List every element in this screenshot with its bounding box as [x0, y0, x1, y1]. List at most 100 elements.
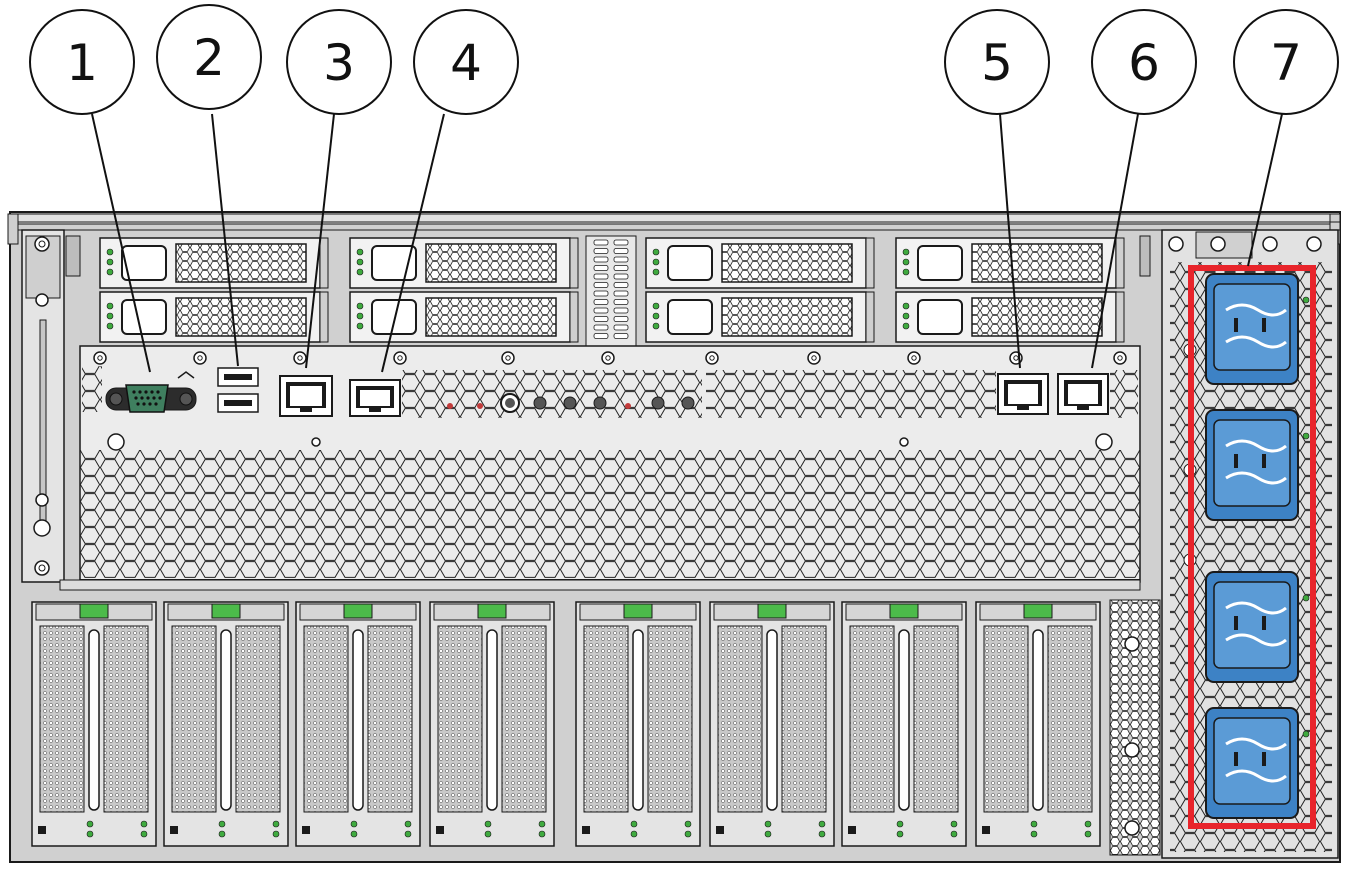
- power-supply: [1205, 707, 1310, 819]
- pcie-led: [896, 830, 904, 838]
- drive-bay: [645, 237, 875, 289]
- pcie-led: [140, 830, 148, 838]
- network-mgmt-port: [279, 375, 333, 417]
- psu-highlight-box: [1188, 265, 1316, 829]
- pcie-module: [295, 601, 421, 847]
- pcie-led: [764, 830, 772, 838]
- indicator-buttons: [447, 393, 695, 413]
- drive-bay: [645, 291, 875, 343]
- pcie-latch: [477, 603, 507, 619]
- pcie-led: [218, 830, 226, 838]
- pcie-led: [272, 830, 280, 838]
- power-supply: [1205, 571, 1310, 683]
- usb-ports: [217, 367, 259, 413]
- power-supply: [1205, 409, 1310, 521]
- network-port-6: [1057, 373, 1109, 415]
- drive-led: [106, 312, 114, 320]
- pcie-module: [709, 601, 835, 847]
- drive-led: [652, 248, 660, 256]
- callout-7-label: 7: [1270, 34, 1302, 92]
- callout-5: 5: [944, 9, 1050, 115]
- drive-bay: [895, 237, 1125, 289]
- vga-port: [105, 371, 197, 413]
- psu-led: [1302, 594, 1310, 602]
- pcie-latch: [343, 603, 373, 619]
- pcie-led: [764, 820, 772, 828]
- power-supplies: [1205, 273, 1310, 819]
- drive-led: [652, 302, 660, 310]
- drive-led: [356, 302, 364, 310]
- pcie-led: [950, 820, 958, 828]
- callout-4: 4: [413, 9, 519, 115]
- pcie-latch: [757, 603, 787, 619]
- pcie-led: [350, 820, 358, 828]
- callout-7: 7: [1233, 9, 1339, 115]
- pcie-led: [818, 820, 826, 828]
- callout-2: 2: [156, 4, 262, 110]
- callouts: 1 2 3 4 5 6 7: [29, 4, 1339, 115]
- pcie-led: [896, 820, 904, 828]
- drive-led: [356, 322, 364, 330]
- drive-led: [356, 268, 364, 276]
- pcie-latch: [889, 603, 919, 619]
- psu-led: [1302, 730, 1310, 738]
- pcie-led: [1030, 820, 1038, 828]
- callout-5-label: 5: [981, 34, 1013, 92]
- drive-led: [652, 258, 660, 266]
- power-supply: [1205, 273, 1310, 385]
- drive-bay: [895, 291, 1125, 343]
- drive-led: [652, 268, 660, 276]
- pcie-module: [31, 601, 157, 847]
- pcie-led: [404, 830, 412, 838]
- drive-led: [902, 302, 910, 310]
- drive-bay: [99, 291, 329, 343]
- pcie-led: [684, 820, 692, 828]
- drive-led: [902, 258, 910, 266]
- drive-led: [902, 248, 910, 256]
- callout-6-label: 6: [1128, 34, 1160, 92]
- callout-3-label: 3: [323, 34, 355, 92]
- psu-led: [1302, 296, 1310, 304]
- pcie-module: [841, 601, 967, 847]
- drive-bays: [99, 237, 1125, 343]
- pcie-led: [1030, 830, 1038, 838]
- pcie-led: [630, 820, 638, 828]
- drive-led: [106, 258, 114, 266]
- pcie-module: [429, 601, 555, 847]
- callout-3: 3: [286, 9, 392, 115]
- pcie-latch: [623, 603, 653, 619]
- callout-1: 1: [29, 9, 135, 115]
- drive-led: [652, 322, 660, 330]
- pcie-led: [484, 820, 492, 828]
- pcie-led: [1084, 820, 1092, 828]
- pcie-led: [272, 820, 280, 828]
- callout-2-label: 2: [193, 29, 225, 87]
- pcie-led: [218, 820, 226, 828]
- pcie-led: [1084, 830, 1092, 838]
- pcie-led: [404, 820, 412, 828]
- drive-led: [356, 312, 364, 320]
- pcie-led: [950, 830, 958, 838]
- pcie-latch: [211, 603, 241, 619]
- pcie-module: [575, 601, 701, 847]
- psu-led: [1302, 432, 1310, 440]
- pcie-module: [975, 601, 1101, 847]
- pcie-modules: [31, 601, 1101, 847]
- drive-bay: [99, 237, 329, 289]
- drive-bay: [349, 291, 579, 343]
- callout-6: 6: [1091, 9, 1197, 115]
- drive-led: [106, 268, 114, 276]
- pcie-led: [630, 830, 638, 838]
- drive-led: [652, 312, 660, 320]
- pcie-module: [163, 601, 289, 847]
- status-led-strip: [585, 235, 637, 347]
- drive-led: [356, 248, 364, 256]
- pcie-latch: [1023, 603, 1053, 619]
- drive-led: [902, 268, 910, 276]
- drive-led: [902, 312, 910, 320]
- callout-1-label: 1: [66, 34, 98, 92]
- drive-bay: [349, 237, 579, 289]
- pcie-led: [86, 820, 94, 828]
- pcie-led: [484, 830, 492, 838]
